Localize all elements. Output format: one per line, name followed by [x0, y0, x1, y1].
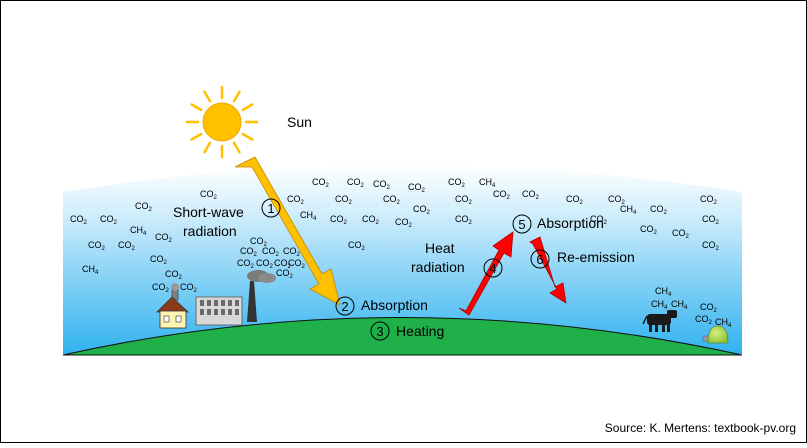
cow-icon: [642, 310, 677, 332]
short-wave-label-line1: Short-wave: [173, 204, 244, 220]
co2-molecule: CO2: [288, 258, 306, 270]
co2-molecule: CO2: [312, 177, 330, 189]
heat-radiation-arrow: [458, 231, 514, 316]
short-wave-label-line2: radiation: [183, 223, 237, 239]
co2-molecule: CO2: [330, 214, 348, 226]
heat-label-line2: radiation: [411, 259, 465, 275]
co2-molecule: CO2: [695, 314, 713, 326]
co2-molecule: CO2: [347, 177, 365, 189]
co2-molecule: CO2: [650, 204, 668, 216]
ch4-molecule: CH4: [651, 299, 668, 311]
ch4-molecule: CH4: [671, 299, 688, 311]
co2-molecule: CO2: [274, 258, 292, 270]
co2-molecule: CO2: [700, 194, 718, 206]
co2-molecule: CO2: [276, 268, 294, 280]
ch4-molecule: CH4: [479, 177, 496, 189]
co2-molecule: CO2: [700, 302, 718, 314]
co2-molecule: CO2: [566, 194, 584, 206]
step-3-number: 3: [376, 324, 383, 339]
heating-label: Heating: [396, 323, 444, 339]
step-5-number: 5: [518, 217, 525, 232]
step-5-marker: [512, 214, 532, 234]
step-6-marker: [530, 249, 550, 269]
co2-molecule: CO2: [455, 194, 473, 206]
co2-molecule: CO2: [448, 177, 466, 189]
co2-molecule: CO2: [702, 214, 720, 226]
co2-molecule: CO2: [155, 232, 173, 244]
ch4-molecule: CH4: [130, 225, 147, 237]
step-2-marker: [335, 296, 355, 316]
co2-molecule: CO2: [383, 194, 401, 206]
re-emission-label: Re-emission: [557, 249, 635, 265]
co2-molecule: CO2: [395, 217, 413, 229]
source-credit: Source: K. Mertens: textbook-pv.org: [605, 421, 796, 435]
co2-molecule: CO2: [522, 189, 540, 201]
co2-molecule: CO2: [373, 179, 391, 191]
co2-molecule: CO2: [608, 194, 626, 206]
co2-molecule: CO2: [640, 224, 658, 236]
co2-molecule: CO2: [493, 189, 511, 201]
heat-label-line1: Heat: [425, 240, 455, 256]
ch4-molecule: CH4: [715, 317, 732, 329]
power-plant-icon: [247, 270, 276, 322]
co2-molecule: CO2: [408, 182, 426, 194]
step-4-number: 4: [489, 261, 496, 276]
co2-molecule: CO2: [672, 228, 690, 240]
co2-molecule: CO2: [180, 282, 198, 294]
atmosphere-absorption-label: Absorption: [537, 215, 604, 231]
co2-molecule: CO2: [118, 240, 136, 252]
co2-molecule: CO2: [256, 258, 274, 270]
biogas-tank-icon: [702, 325, 729, 344]
step-3-marker: [370, 321, 390, 341]
co2-molecule: CO2: [362, 214, 380, 226]
ground: [62, 317, 743, 356]
co2-molecule: CO2: [348, 240, 366, 252]
co2-molecule: CO2: [335, 194, 353, 206]
ground-absorption-label: Absorption: [361, 297, 428, 313]
step-1-number: 1: [267, 201, 274, 216]
co2-molecule: CO2: [237, 258, 255, 270]
co2-molecule: CO2: [88, 240, 106, 252]
step-6-number: 6: [536, 252, 543, 267]
co2-molecule: CO2: [283, 246, 301, 258]
co2-molecule: CO2: [287, 194, 305, 206]
co2-molecule: CO2: [100, 214, 118, 226]
sun-label: Sun: [287, 114, 312, 130]
short-wave-radiation-arrow: [234, 156, 341, 306]
step-1-marker: [261, 198, 281, 218]
ch4-molecule: CH4: [82, 264, 99, 276]
co2-molecule: CO2: [152, 282, 170, 294]
co2-molecule: CO2: [413, 204, 431, 216]
ch4-molecule: CH4: [300, 210, 317, 222]
co2-molecule: CO2: [70, 214, 88, 226]
ch4-molecule: CH4: [620, 204, 637, 216]
co2-molecule: CO2: [200, 189, 218, 201]
factory-icon: [195, 296, 243, 326]
co2-molecule: CO2: [590, 214, 608, 226]
co2-molecule: CO2: [702, 240, 720, 252]
co2-molecule: CO2: [250, 236, 268, 248]
re-emission-arrow: [529, 236, 567, 304]
co2-molecule: CO2: [135, 201, 153, 213]
co2-molecule: CO2: [455, 214, 473, 226]
co2-molecule: CO2: [262, 246, 280, 258]
co2-molecule: CO2: [150, 254, 168, 266]
house-icon: [156, 283, 190, 329]
step-2-number: 2: [341, 299, 348, 314]
co2-molecule: CO2: [240, 246, 258, 258]
step-4-marker: [483, 258, 503, 278]
ch4-molecule: CH4: [655, 286, 672, 298]
co2-molecule: CO2: [165, 269, 183, 281]
sun-icon: [185, 85, 259, 159]
